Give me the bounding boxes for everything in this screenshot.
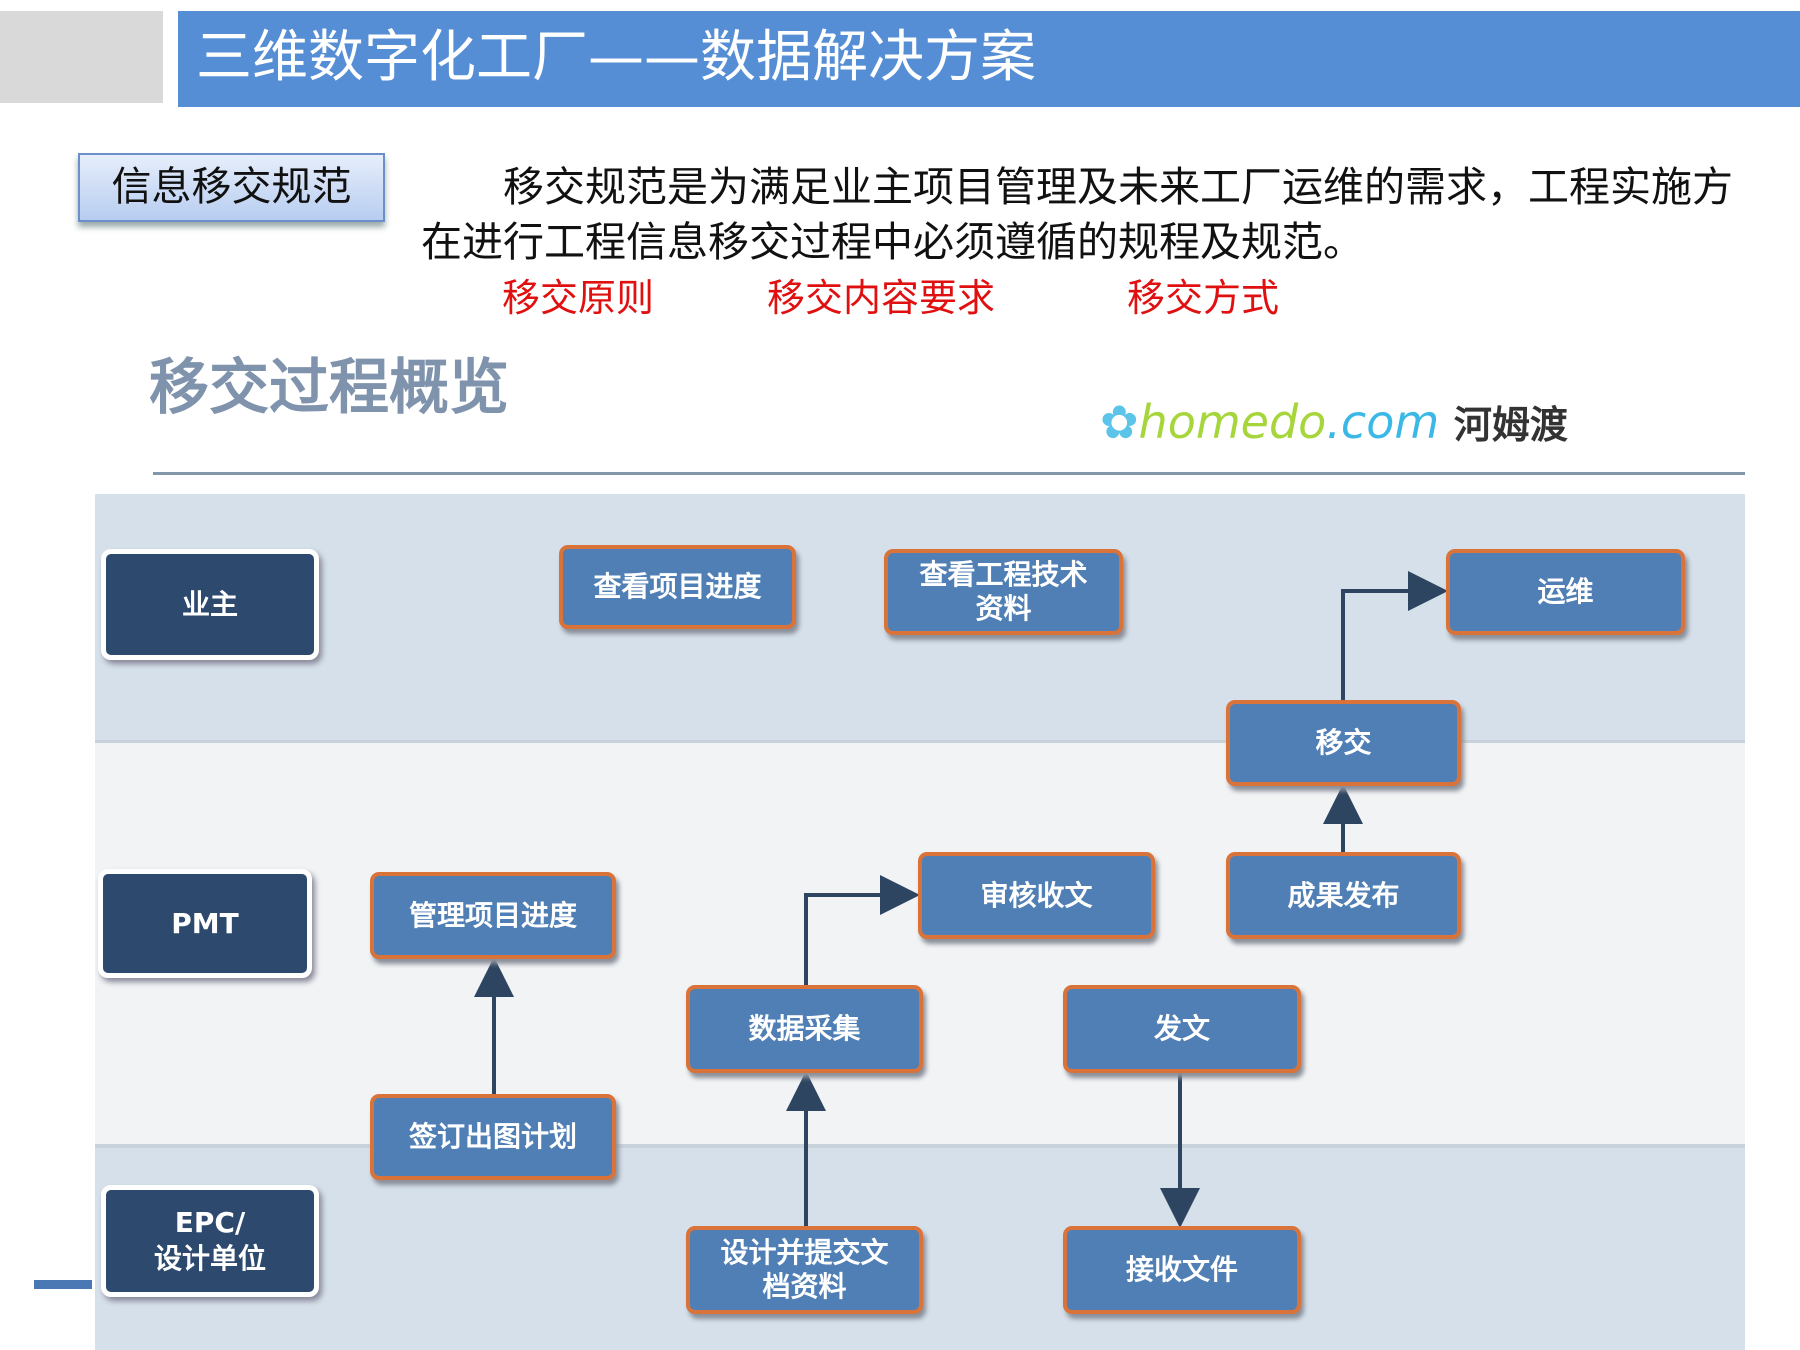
lane-label-pmt: PMT	[98, 869, 312, 978]
box-sign-drawing-plan[interactable]: 签订出图计划	[370, 1094, 616, 1180]
page-title: 三维数字化工厂——数据解决方案	[196, 25, 1036, 90]
description-text: 移交规范是为满足业主项目管理及未来工厂运维的需求，工程实施方在进行工程信息移交过…	[421, 163, 1733, 266]
lane-band-pmt	[95, 740, 1745, 1148]
title-bar	[178, 11, 1800, 107]
accent-bar	[34, 1280, 92, 1289]
box-publish-results[interactable]: 成果发布	[1226, 852, 1461, 939]
link-handover-content-requirements[interactable]: 移交内容要求	[767, 276, 996, 320]
section-tag-button[interactable]: 信息移交规范	[78, 153, 385, 222]
lane-label-epc: EPC/ 设计单位	[101, 1185, 319, 1297]
box-review-receive[interactable]: 审核收文	[918, 852, 1155, 939]
box-receive-files[interactable]: 接收文件	[1063, 1226, 1301, 1314]
diagram-heading: 移交过程概览	[149, 353, 509, 423]
flower-icon: ✿	[1100, 395, 1139, 449]
link-handover-method[interactable]: 移交方式	[1127, 276, 1280, 320]
watermark: ✿homedo.com 河姆渡	[1100, 395, 1568, 449]
box-view-progress[interactable]: 查看项目进度	[559, 545, 796, 629]
link-handover-principles[interactable]: 移交原则	[502, 276, 655, 320]
corner-block	[0, 11, 163, 103]
box-send-docs[interactable]: 发文	[1063, 985, 1301, 1073]
box-handover[interactable]: 移交	[1226, 700, 1461, 786]
box-view-tech-docs[interactable]: 查看工程技术资料	[884, 549, 1123, 635]
lane-label-owner: 业主	[101, 549, 319, 660]
box-design-submit[interactable]: 设计并提交文档资料	[686, 1226, 923, 1314]
box-data-collection[interactable]: 数据采集	[686, 985, 923, 1073]
box-operations[interactable]: 运维	[1446, 549, 1685, 635]
box-manage-progress[interactable]: 管理项目进度	[370, 872, 616, 959]
divider	[153, 472, 1745, 475]
